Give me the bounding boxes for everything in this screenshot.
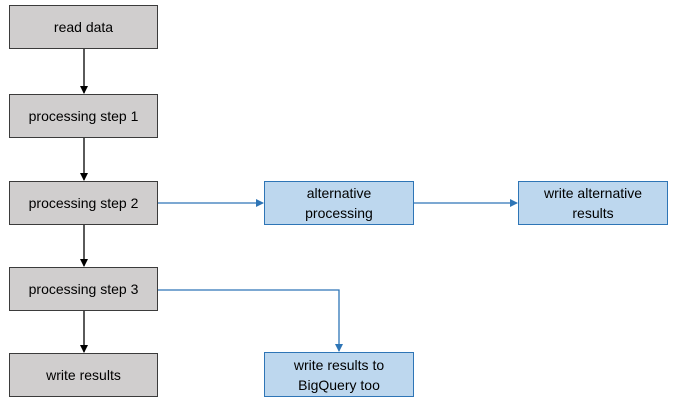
node-processing-step-2-label: processing step 2 [28,195,139,211]
node-processing-step-1-label: processing step 1 [28,108,139,124]
node-write-results-bigquery-label: write results to BigQuery too [293,356,385,393]
node-processing-step-3-label: processing step 3 [28,281,139,297]
node-processing-step-3: processing step 3 [9,267,158,311]
arrow-step3-to-bigquery [158,289,343,352]
node-write-alternative-results: write alternative results [518,181,668,225]
node-processing-step-1: processing step 1 [9,94,158,138]
node-read-data: read data [9,5,158,49]
node-write-results-bigquery: write results to BigQuery too [264,352,414,397]
node-processing-step-2: processing step 2 [9,181,158,225]
node-alternative-processing: alternative processing [264,181,414,225]
node-write-results-label: write results [46,367,121,383]
node-write-alternative-results-label: write alternative results [543,185,643,221]
node-write-results: write results [9,353,158,397]
node-read-data-label: read data [53,19,114,35]
node-alternative-processing-label: alternative processing [305,185,373,221]
